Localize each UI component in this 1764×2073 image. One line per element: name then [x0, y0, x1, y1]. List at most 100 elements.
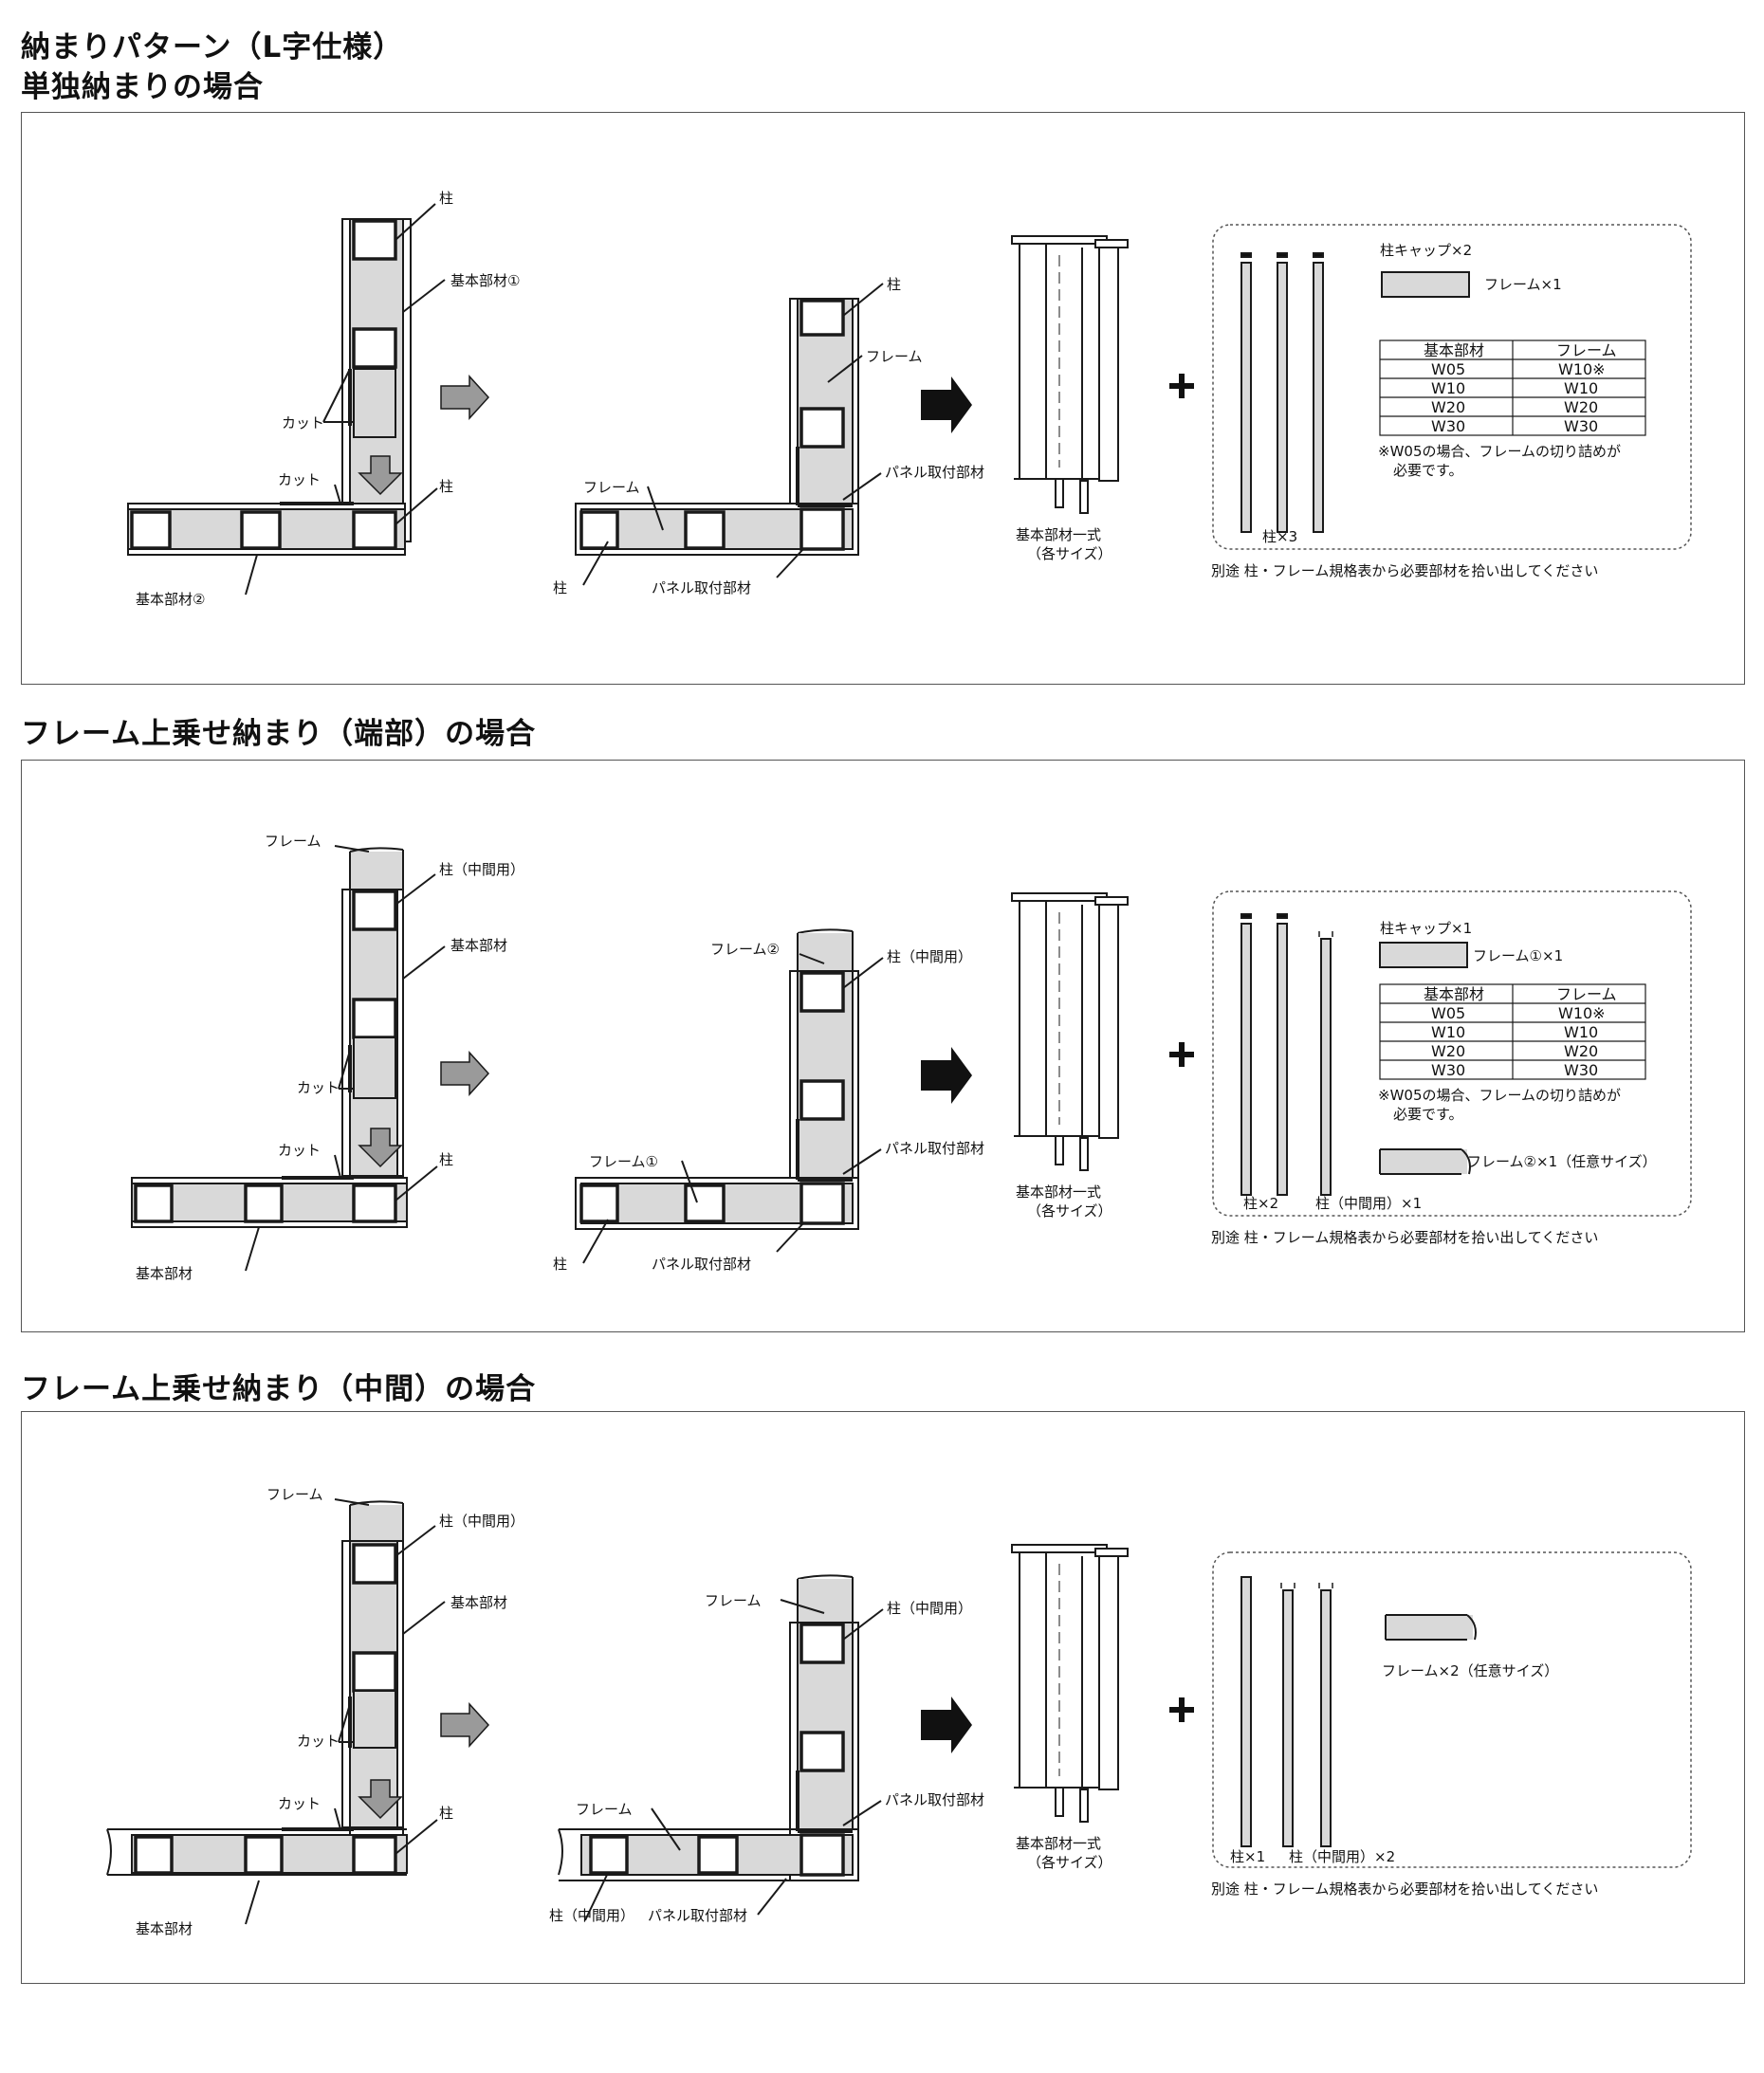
base-set-label: 基本部材一式 [1016, 1835, 1101, 1852]
label-pillar-cap: 柱キャップ×1 [1380, 920, 1472, 937]
base-set-c [1011, 235, 1129, 514]
table-cell: W10※ [1558, 1004, 1606, 1022]
label-cut: カット [278, 1795, 321, 1812]
label-pillar: 柱 [553, 1256, 567, 1273]
label-pillar: 柱 [439, 478, 453, 495]
base-set-sub: （各サイズ） [1027, 1202, 1112, 1220]
label-pillar: 柱 [553, 579, 567, 596]
table-cell: W30 [1431, 417, 1465, 435]
arrow-down-icon [358, 455, 403, 496]
assembled-corner-b [558, 1574, 859, 1881]
label-frame: フレーム [576, 1801, 633, 1818]
footer-note: 別途 柱・フレーム規格表から必要部材を拾い出してください [1211, 1880, 1598, 1898]
table-header: 基本部材 [1424, 985, 1484, 1003]
panel-frame-mid-diagram: フレーム 柱（中間用） 基本部材 カット カット 柱 基本部材 フレーム 柱（中… [106, 1486, 1692, 1937]
section-1-heading: 単独納まりの場合 [21, 70, 264, 104]
footer-note: 別途 柱・フレーム規格表から必要部材を拾い出してください [1211, 562, 1598, 579]
frame-part-2 [1379, 1148, 1471, 1175]
label-panel-parts: パネル取付部材 [648, 1907, 747, 1924]
label-pillar-mid-count: 柱（中間用）×1 [1315, 1195, 1422, 1212]
label-frame2-count: フレーム②×1（任意サイズ） [1467, 1153, 1657, 1170]
spec-table [1379, 339, 1646, 436]
pillar-parts [1240, 913, 1333, 1196]
label-base-part-1: 基本部材① [450, 272, 520, 289]
label-frame: フレーム [583, 479, 640, 496]
table-cell: W05 [1431, 1004, 1465, 1022]
table-header: 基本部材 [1424, 341, 1484, 359]
label-pillar-count: 柱×1 [1230, 1848, 1265, 1865]
label-frame-2: フレーム② [710, 941, 780, 958]
label-base-part-2: 基本部材② [136, 591, 205, 608]
label-pillar-cap: 柱キャップ×2 [1380, 242, 1472, 259]
label-panel-parts: パネル取付部材 [885, 1791, 984, 1808]
arrow-right-icon [921, 376, 972, 433]
panel-single: 柱 基本部材① カット カット 柱 基本部材② 柱 フレーム パネル取付部材 フ… [21, 112, 1745, 685]
panel-frame-mid: フレーム 柱（中間用） 基本部材 カット カット 柱 基本部材 フレーム 柱（中… [21, 1411, 1745, 1984]
label-frame: フレーム [866, 348, 923, 365]
section-3-heading: フレーム上乗せ納まり（中間）の場合 [21, 1372, 537, 1406]
arrow-right-icon [440, 1051, 490, 1096]
panel-frame-end: フレーム 柱（中間用） 基本部材 カット カット 柱 基本部材 フレーム② 柱（… [21, 760, 1745, 1332]
table-cell: W10 [1564, 379, 1598, 397]
frame-part [1385, 1614, 1477, 1641]
label-frame-count: フレーム×1 [1484, 276, 1562, 293]
note-line-1: ※W05の場合、フレームの切り詰めが [1378, 1087, 1621, 1104]
table-cell: W05 [1431, 360, 1465, 378]
table-cell: W20 [1564, 398, 1598, 416]
horizontal-run-a [131, 1176, 408, 1228]
label-cut: カット [278, 1142, 321, 1159]
label-pillar: 柱 [439, 1805, 453, 1822]
table-cell: W10 [1564, 1023, 1598, 1041]
label-panel-parts: パネル取付部材 [652, 579, 751, 596]
label-pillar-mid: 柱（中間用） [887, 1600, 972, 1617]
label-frame-1: フレーム① [589, 1153, 658, 1170]
pillar-parts [1240, 1576, 1333, 1847]
panel-frame-end-diagram: フレーム 柱（中間用） 基本部材 カット カット 柱 基本部材 フレーム② 柱（… [131, 833, 1692, 1282]
plus-icon [1169, 1042, 1194, 1067]
label-cut: カット [297, 1079, 340, 1096]
table-header: フレーム [1556, 985, 1617, 1003]
table-cell: W20 [1564, 1042, 1598, 1060]
label-pillar-mid-count: 柱（中間用）×2 [1289, 1848, 1395, 1865]
assembled-corner-b [575, 928, 859, 1230]
pillar-parts [1240, 252, 1324, 533]
label-pillar-mid: 柱（中間用） [549, 1907, 634, 1924]
base-set-sub: （各サイズ） [1027, 1854, 1112, 1871]
table-cell: W30 [1564, 1061, 1598, 1079]
section-2-heading: フレーム上乗せ納まり（端部）の場合 [21, 717, 537, 751]
table-cell: W10※ [1558, 360, 1606, 378]
base-set-c [1011, 1544, 1129, 1823]
base-set-c [1011, 892, 1129, 1171]
plus-icon [1169, 374, 1194, 398]
label-pillar-mid: 柱（中間用） [439, 861, 524, 878]
arrow-right-icon [440, 375, 490, 420]
note-line-2: 必要です。 [1393, 1106, 1463, 1123]
base-set-label: 基本部材一式 [1016, 1183, 1101, 1201]
label-pillar: 柱 [439, 1151, 453, 1168]
label-pillar-mid: 柱（中間用） [887, 948, 972, 965]
label-base-part: 基本部材 [450, 937, 507, 954]
arrow-down-icon [358, 1779, 403, 1820]
label-cut: カット [297, 1733, 340, 1750]
arrow-right-icon [921, 1047, 972, 1104]
label-base-part: 基本部材 [136, 1265, 193, 1282]
horizontal-run-a [106, 1827, 408, 1876]
label-panel-parts: パネル取付部材 [652, 1256, 751, 1273]
table-cell: W30 [1564, 417, 1598, 435]
table-cell: W10 [1431, 1023, 1465, 1041]
arrow-down-icon [358, 1128, 403, 1168]
horizontal-run-a [127, 502, 406, 556]
frame-part [1381, 271, 1470, 298]
spec-table [1379, 983, 1646, 1080]
note-line-2: 必要です。 [1393, 462, 1463, 479]
note-line-1: ※W05の場合、フレームの切り詰めが [1378, 443, 1621, 460]
table-cell: W10 [1431, 379, 1465, 397]
label-cut: カット [282, 414, 324, 431]
arrow-right-icon [921, 1697, 972, 1753]
label-frame: フレーム [266, 1486, 323, 1503]
vertical-run-a [341, 218, 412, 542]
label-pillar: 柱 [887, 276, 901, 293]
label-cut: カット [278, 471, 321, 488]
plus-icon [1169, 1697, 1194, 1722]
label-pillar-count: 柱×2 [1243, 1195, 1278, 1212]
